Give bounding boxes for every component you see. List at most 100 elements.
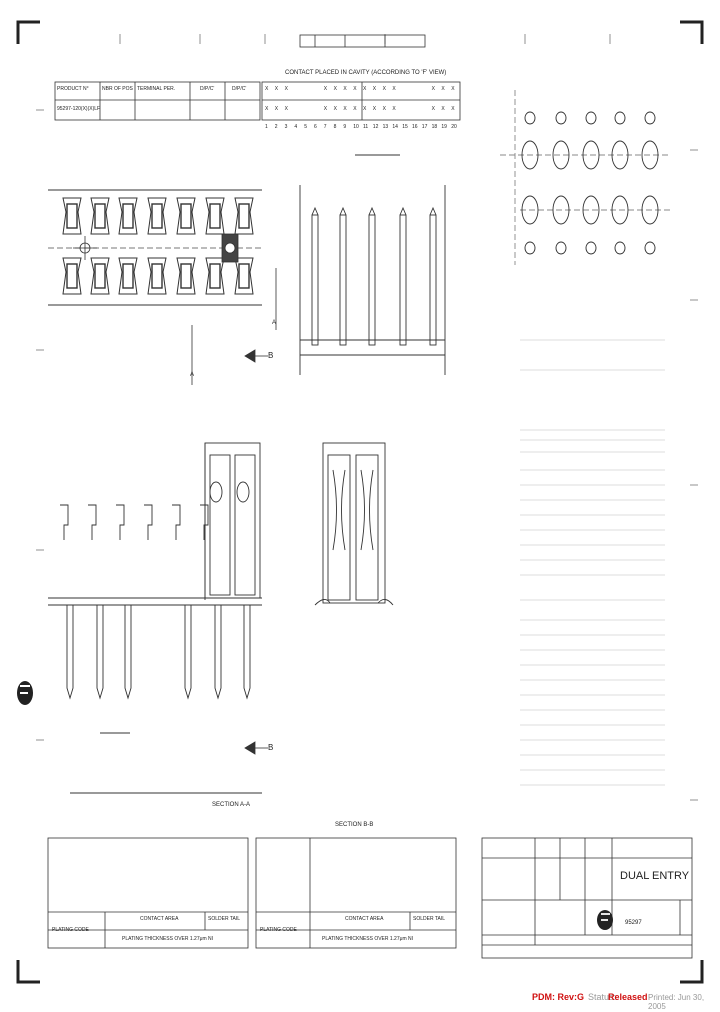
contact-profile: [172, 504, 181, 540]
marker-b-top: B: [268, 351, 274, 360]
hole-small: [585, 241, 597, 255]
contact-profile: [60, 504, 69, 540]
cavity-contact: [238, 263, 250, 289]
cavity-contact: [180, 263, 192, 289]
cavity-contact: [209, 203, 221, 229]
hole-small: [524, 241, 536, 255]
contact-cell: X: [431, 106, 435, 112]
hole-large: [582, 195, 600, 225]
contact-cell: X: [333, 106, 337, 112]
contact-cell: 15: [402, 124, 408, 130]
contact-cell: X: [265, 86, 269, 92]
title-block-title: DUAL ENTRY: [620, 870, 690, 882]
contact-cell: X: [323, 106, 328, 112]
pin: [311, 214, 319, 346]
solder-tail: [214, 605, 222, 700]
contact-cell: X: [274, 106, 279, 112]
cavity-contact: [122, 203, 134, 229]
product-table: [54, 81, 261, 121]
contact-cell: X: [353, 86, 357, 92]
cavity: [147, 257, 167, 295]
pin: [368, 214, 376, 346]
hole-large: [552, 140, 570, 170]
header-product: PRODUCT N°: [57, 86, 89, 92]
contact-cell: X: [382, 86, 386, 92]
contact-cell: X: [343, 106, 347, 112]
cavity-contact: [66, 263, 78, 289]
contact-cell: X: [441, 86, 445, 92]
hole-small: [524, 111, 536, 125]
hole-small: [555, 241, 567, 255]
hole-large: [521, 195, 539, 225]
plating-table-left: [47, 837, 249, 949]
pcb-hole-pattern: [500, 90, 670, 265]
printed-date: Printed: Jun 30, 2005: [648, 993, 705, 1011]
border-ticks: [36, 34, 698, 801]
contact-cell: 7: [323, 124, 327, 130]
solder-tail-left: SOLDER TAIL: [208, 916, 241, 922]
pdm-rev: PDM: Rev:G: [532, 992, 585, 1002]
cavity: [176, 257, 196, 295]
hole-small: [614, 111, 626, 125]
contact-cell: X: [363, 86, 367, 92]
contact-profile: [116, 504, 125, 540]
contact-cell: X: [323, 86, 328, 92]
contact-cell: X: [382, 106, 386, 112]
hole-large: [611, 140, 629, 170]
contact-profile: [88, 504, 97, 540]
section-b-b-label: SECTION B-B: [335, 822, 374, 828]
section-marker-a: [191, 268, 277, 755]
pin-group: [311, 206, 437, 346]
pin: [399, 214, 407, 346]
contact-cell: 20: [451, 124, 457, 130]
cavity: [176, 197, 196, 235]
side-view-pins: [299, 154, 446, 375]
revision-box: [299, 34, 426, 48]
hole-large: [552, 195, 570, 225]
cavity: [90, 257, 110, 295]
contact-cell: 2: [274, 124, 278, 130]
cavity-contact: [66, 203, 78, 229]
cavity-contact: [122, 263, 134, 289]
header-nbr-pos: NBR OF POS: [102, 86, 133, 92]
contact-cell: 11: [363, 124, 369, 130]
cavity: [234, 257, 254, 295]
section-a-a-drawing: [48, 442, 262, 794]
marker-b-bottom: B: [268, 743, 274, 752]
hole-large: [641, 140, 659, 170]
contact-table-title: CONTACT PLACED IN CAVITY (ACCORDING TO '…: [285, 70, 447, 76]
contact-cell: X: [343, 86, 347, 92]
contact-cell: X: [284, 86, 288, 92]
contact-cell: 13: [382, 124, 389, 130]
solder-tail: [124, 605, 132, 700]
header-dpc-2: D/P/C': [232, 86, 247, 92]
header-dpc-1: D/P/C': [200, 86, 215, 92]
cavity-contact: [94, 263, 106, 289]
contact-cell: X: [363, 106, 367, 112]
contact-cell: 19: [441, 124, 447, 130]
plating-code-right: PLATING CODE: [260, 927, 297, 933]
marker-a-side: A: [190, 372, 195, 378]
section-pins: [60, 504, 251, 700]
hole-large: [611, 195, 629, 225]
corner-marks: [16, 20, 704, 984]
notes-lines: [520, 339, 665, 786]
product-number-cell: 95297-120(X)(X)LF: [57, 106, 101, 112]
contact-cell: 3: [284, 124, 288, 130]
plating-table-right: [255, 837, 457, 949]
contact-cell: X: [392, 106, 396, 112]
contact-cell: 16: [412, 124, 418, 130]
center-crosshairs: [73, 233, 239, 263]
marker-a-top: A: [272, 320, 277, 326]
status-label: Status:: [588, 992, 617, 1002]
cavity: [62, 257, 82, 295]
status-value: Released: [608, 992, 648, 1002]
contact-cell: 6: [314, 124, 317, 130]
hole-small: [555, 111, 567, 125]
hole-large: [641, 195, 659, 225]
hole-small: [585, 111, 597, 125]
contact-cell: 4: [294, 124, 298, 130]
thickness-left: PLATING THICKNESS OVER 1.27μm NI: [122, 936, 214, 942]
fci-logo: [597, 910, 613, 930]
